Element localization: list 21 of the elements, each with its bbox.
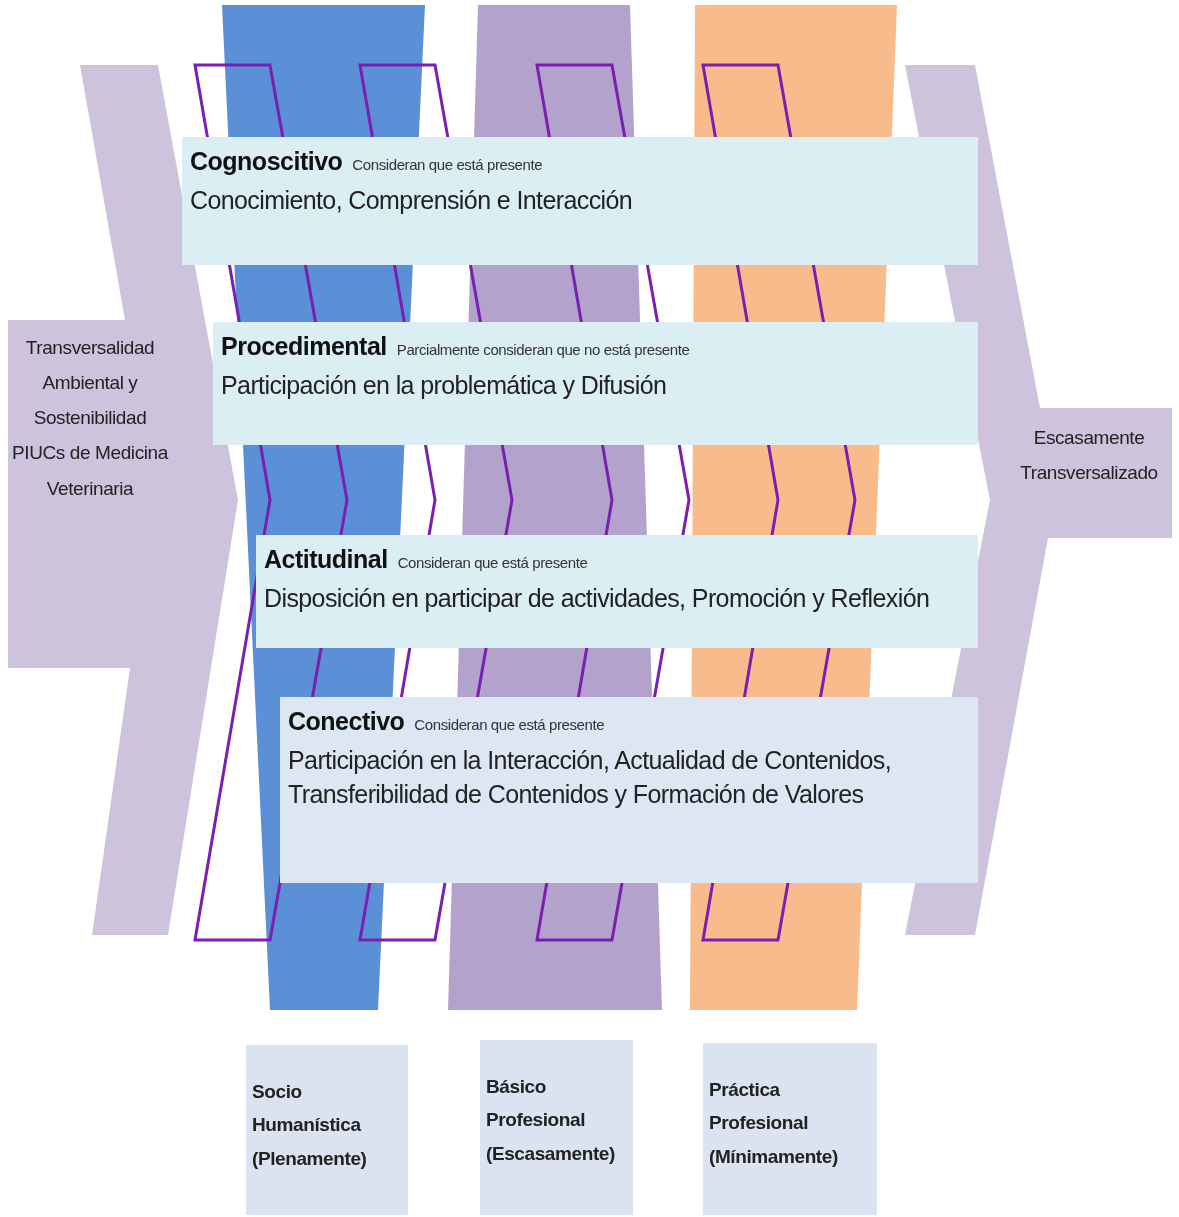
- category-heading: Conectivo: [288, 707, 405, 736]
- note-text: Consideran que está presente: [397, 554, 588, 571]
- body-text: Disposición en participar de actividades, Promoción y Reflexión: [264, 583, 931, 614]
- label-box: Socio Humanística (Plenamente): [246, 1045, 408, 1215]
- category-band: [182, 137, 978, 265]
- label-box: Práctica Profesional (Mínimamente): [703, 1043, 877, 1215]
- category-band: [213, 322, 978, 445]
- note-text: Parcialmente consideran que no está presente: [396, 341, 690, 358]
- category-heading: Actitudinal: [264, 545, 388, 574]
- body-text: Participación en la Interacción, Actualidad de Contenidos, Transferibilidad de Contenidos y Formación de Valores: [288, 745, 893, 810]
- category-heading: Cognoscitivo: [190, 147, 343, 176]
- label-box: Básico Profesional (Escasamente): [480, 1040, 633, 1215]
- body-text: Participación en la problemática y Difusión: [221, 370, 668, 401]
- category-heading: Procedimental: [221, 332, 387, 361]
- note-text: Consideran que está presente: [414, 716, 605, 733]
- body-text: Conocimiento, Comprensión e Interacción: [190, 185, 634, 216]
- category-band: [280, 697, 978, 883]
- node-label: Escasamente Transversalizado: [1019, 426, 1159, 486]
- note-text: Consideran que está presente: [352, 156, 543, 173]
- category-band: [256, 535, 978, 648]
- node-label: Transversalidad Ambiental y Sostenibilidad PIUCs de Medicina Veterinaria: [11, 336, 170, 501]
